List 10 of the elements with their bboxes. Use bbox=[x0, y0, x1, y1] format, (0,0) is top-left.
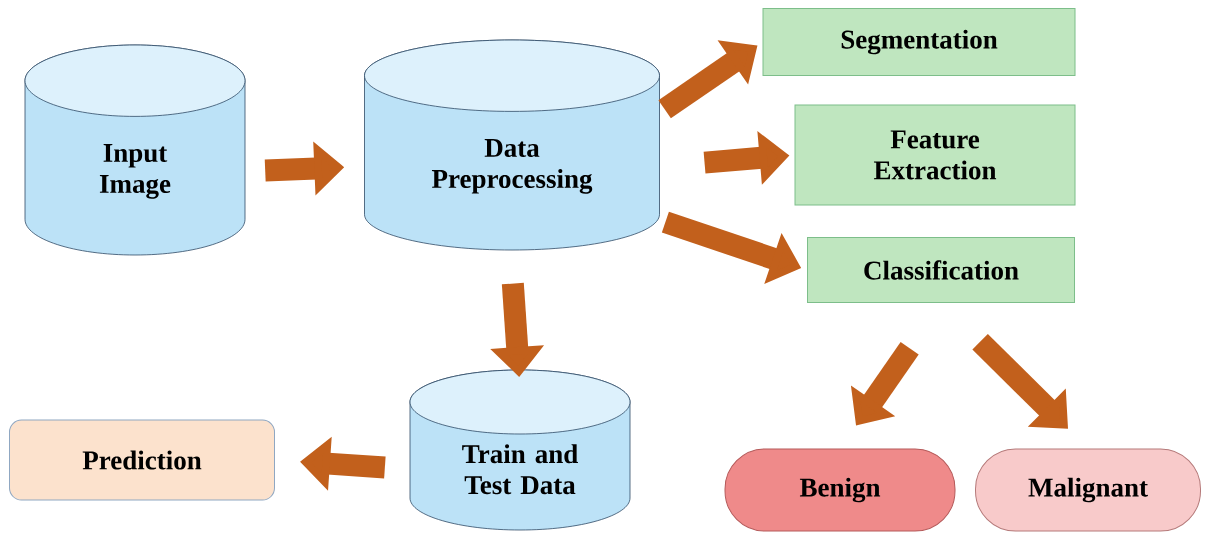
database-cylinder: Data Preprocessing bbox=[364, 39, 660, 251]
block-arrow bbox=[972, 333, 1068, 429]
process-box: Segmentation bbox=[762, 8, 1076, 76]
outcome-pill: Benign bbox=[724, 448, 956, 532]
process-box: Feature Extraction bbox=[794, 104, 1076, 206]
rounded-box: Prediction bbox=[9, 419, 275, 501]
database-cylinder: Train and Test Data bbox=[409, 369, 631, 531]
process-box: Classification bbox=[807, 237, 1075, 303]
database-cylinder: Input Image bbox=[24, 44, 246, 256]
outcome-pill: Malignant bbox=[975, 448, 1201, 532]
